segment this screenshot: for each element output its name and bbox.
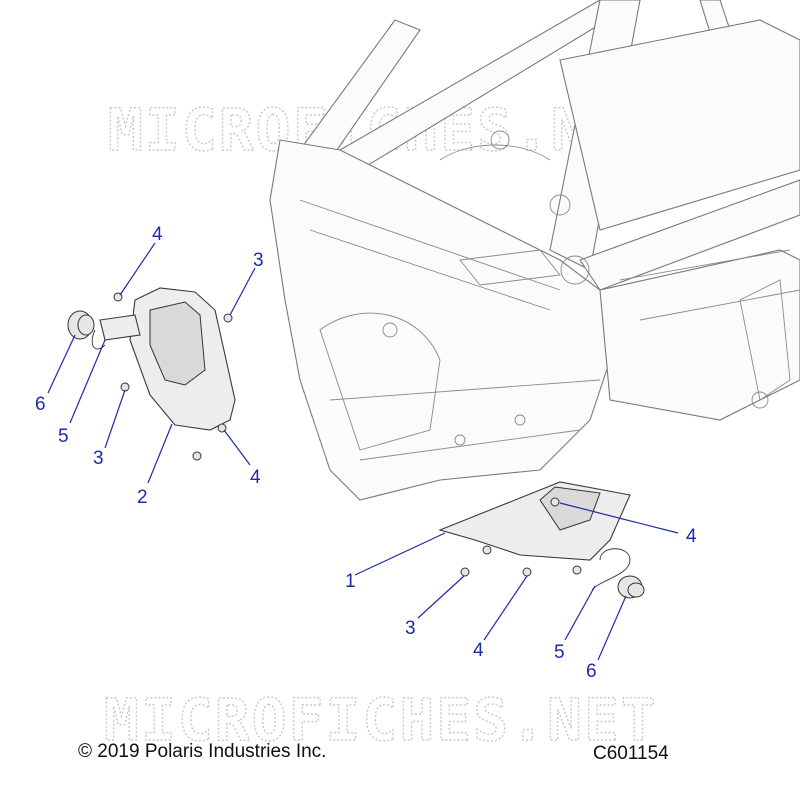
callout-2: 2 bbox=[137, 487, 148, 508]
cap-left-part-6 bbox=[67, 310, 95, 340]
callouts: 4 3 6 5 3 2 4 4 1 3 4 5 6 bbox=[35, 224, 697, 682]
callout-3-left-bottom: 3 bbox=[93, 448, 104, 469]
callout-3-left-top: 3 bbox=[253, 250, 264, 271]
callout-3-right: 3 bbox=[405, 618, 416, 639]
leader-lines bbox=[47, 242, 679, 661]
diagram-id: C601154 bbox=[593, 743, 669, 764]
callout-4-left-top: 4 bbox=[152, 224, 163, 245]
callout-6-right: 6 bbox=[586, 661, 597, 682]
callout-1: 1 bbox=[345, 571, 356, 592]
callout-4-right-bottom: 4 bbox=[473, 640, 484, 661]
panel-left-part-2 bbox=[99, 287, 236, 431]
watermark-bottom: MICROFICHES.NET bbox=[104, 686, 658, 754]
fastener-right bbox=[460, 497, 582, 577]
callout-5-right: 5 bbox=[554, 642, 565, 663]
cap-right-part-6 bbox=[617, 575, 645, 599]
clip-right-part-5 bbox=[591, 548, 631, 591]
skid-right-part-1 bbox=[438, 481, 631, 561]
copyright-text: © 2019 Polaris Industries Inc. bbox=[78, 741, 327, 762]
vehicle-frame bbox=[269, 0, 800, 501]
callout-5-left: 5 bbox=[58, 426, 69, 447]
callout-4-left-bottom: 4 bbox=[250, 467, 261, 488]
callout-6-left: 6 bbox=[35, 394, 46, 415]
callout-4-right-top: 4 bbox=[686, 526, 697, 547]
